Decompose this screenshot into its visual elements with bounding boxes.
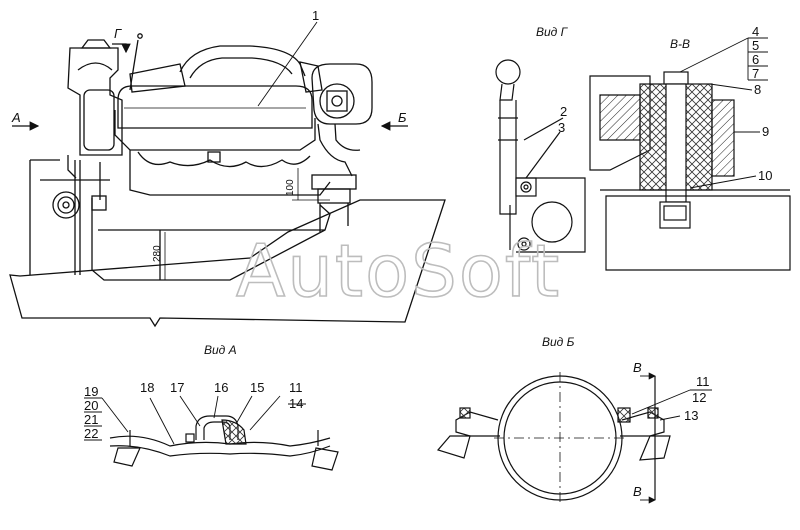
callout-16: 16	[214, 380, 228, 395]
caption-view-b: Вид Б	[542, 335, 575, 349]
dimension-280: 280	[152, 245, 163, 262]
callout-3: 3	[558, 120, 565, 135]
view-b-leaders	[631, 372, 712, 504]
section-leaders	[679, 37, 768, 189]
callout-22: 22	[84, 426, 98, 441]
callout-9: 9	[762, 124, 769, 139]
watermark: AutoSoft	[236, 229, 561, 313]
callout-11-view-a: 11	[289, 380, 303, 395]
view-a-drawing	[109, 415, 339, 471]
dimension-100: 100	[285, 179, 296, 196]
callout-19: 19	[84, 384, 98, 399]
callout-5: 5	[752, 38, 759, 53]
section-vv-drawing	[589, 71, 791, 271]
view-a-leaders	[84, 395, 306, 445]
callout-1: 1	[312, 8, 319, 23]
callout-12: 12	[692, 390, 706, 405]
callout-18: 18	[140, 380, 154, 395]
dimension-lines	[164, 168, 330, 280]
arrow-label-v-top: В	[633, 360, 642, 375]
engine-side-view	[9, 33, 446, 328]
callout-20: 20	[84, 398, 98, 413]
arrow-label-b: Б	[398, 110, 407, 125]
callout-14: 14	[289, 396, 303, 411]
callout-10: 10	[758, 168, 772, 183]
leader-1	[257, 21, 318, 107]
callout-7: 7	[752, 66, 759, 81]
callout-13: 13	[684, 408, 698, 423]
view-b-drawing	[436, 372, 671, 504]
caption-view-g: Вид Г	[536, 25, 569, 39]
arrow-label-v-bottom: В	[633, 484, 642, 499]
caption-section-vv: В-В	[670, 37, 690, 51]
callout-6: 6	[752, 52, 759, 67]
callout-21: 21	[84, 412, 98, 427]
arrow-label-a: А	[11, 110, 21, 125]
arrow-label-g: Г	[114, 26, 122, 41]
callout-4: 4	[752, 24, 759, 39]
callout-8: 8	[754, 82, 761, 97]
callout-15: 15	[250, 380, 264, 395]
caption-view-a: Вид А	[204, 343, 237, 357]
callout-11-view-b: 11	[696, 374, 710, 389]
callout-2: 2	[560, 104, 567, 119]
view-arrows	[12, 43, 408, 131]
callout-17: 17	[170, 380, 184, 395]
view-g-drawing	[495, 59, 586, 253]
